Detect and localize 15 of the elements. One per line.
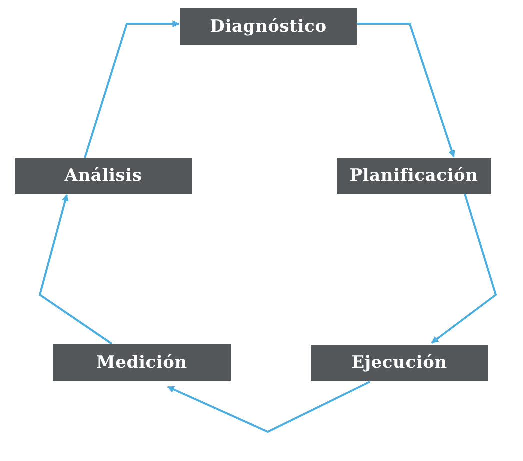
step-label: Medición xyxy=(96,352,188,372)
arrow xyxy=(167,381,370,434)
process-box xyxy=(53,344,231,381)
arrow xyxy=(38,194,113,345)
step-label: Planificación xyxy=(350,166,478,186)
arrow xyxy=(431,194,498,344)
arrow xyxy=(357,23,456,158)
step-label: Ejecución xyxy=(352,353,448,373)
process-box xyxy=(337,158,491,194)
arrow xyxy=(84,20,180,158)
process-box xyxy=(180,8,357,45)
process-box xyxy=(15,158,192,194)
step-label: Diagnóstico xyxy=(210,16,327,36)
process-box xyxy=(311,345,488,381)
step-label: Análisis xyxy=(64,166,142,186)
